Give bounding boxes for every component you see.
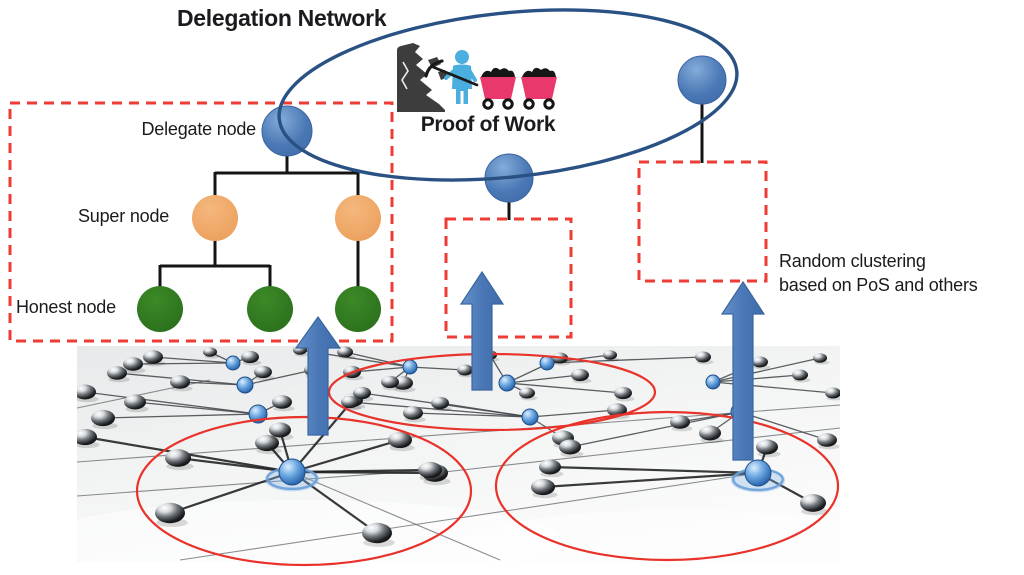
cluster-box-right [637, 160, 768, 283]
delegation-network-ellipse [277, 8, 739, 182]
promotion-arrows [294, 270, 766, 461]
annotation-line-1: Random clustering [779, 251, 926, 271]
mine-cart-icon-1 [480, 67, 516, 110]
pos-cluster-ring [494, 410, 840, 562]
mine-cart-icon-2 [519, 66, 559, 110]
tree-edges [158, 102, 704, 288]
mine-cliff-icon [397, 43, 448, 112]
honest-node-1 [137, 286, 183, 332]
network-photo [77, 346, 840, 562]
annotation-line-2: based on PoS and others [779, 275, 978, 295]
super-node-left [192, 195, 238, 241]
delegation-tree-box [8, 101, 394, 343]
delegate-node-right [677, 55, 727, 105]
honest-node-label: Honest node [16, 297, 116, 317]
miner-with-pickaxe-icon [424, 50, 479, 104]
honest-node-2 [247, 286, 293, 332]
up-arrow-right [720, 280, 766, 461]
tree-nodes [137, 55, 727, 332]
super-node-label: Super node [78, 206, 170, 226]
proof-of-work-icons [397, 43, 559, 112]
random-clustering-annotation: Random clustering based on PoS and other… [779, 249, 978, 297]
honest-node-3 [335, 286, 381, 332]
super-node-right [335, 195, 381, 241]
delegate-node-label: Delegate node [141, 119, 257, 139]
up-arrow-middle [459, 270, 505, 391]
cluster-box-middle [444, 217, 573, 339]
up-arrow-left [294, 315, 342, 436]
pos-cluster-rings [135, 352, 840, 567]
pos-cluster-ring [135, 415, 473, 567]
proof-of-work-label: Proof of Work [420, 113, 556, 136]
delegate-node-circle [261, 105, 313, 157]
page-title: Delegation Network [177, 5, 387, 31]
